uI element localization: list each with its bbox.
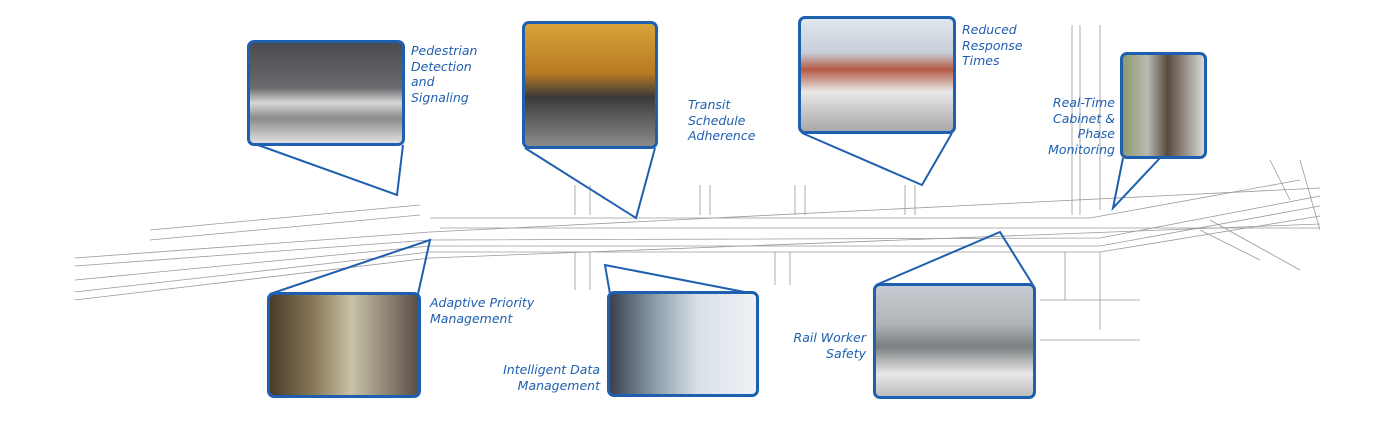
label-rail-worker-safety: Rail Worker Safety xyxy=(793,330,866,361)
label-transit-schedule: Transit Schedule Adherence xyxy=(688,97,756,143)
cabinet-photo xyxy=(1120,52,1207,159)
fire-truck-photo xyxy=(798,16,956,134)
label-pedestrian-detection: Pedestrian Detection and Signaling xyxy=(411,43,478,105)
road-linework xyxy=(74,25,1321,341)
pedestrian-photo xyxy=(247,40,405,146)
data-management-photo xyxy=(607,291,759,397)
label-adaptive-priority: Adaptive Priority Management xyxy=(430,295,535,326)
label-cabinet-monitoring: Real-Time Cabinet & Phase Monitoring xyxy=(1048,95,1115,157)
label-intelligent-data: Intelligent Data Management xyxy=(503,362,600,393)
rail-worker-photo xyxy=(873,283,1036,399)
transit-photo xyxy=(522,21,658,149)
label-response-times: Reduced Response Times xyxy=(962,22,1023,68)
callout-leaders xyxy=(257,132,1161,295)
light-rail-photo xyxy=(267,292,421,398)
